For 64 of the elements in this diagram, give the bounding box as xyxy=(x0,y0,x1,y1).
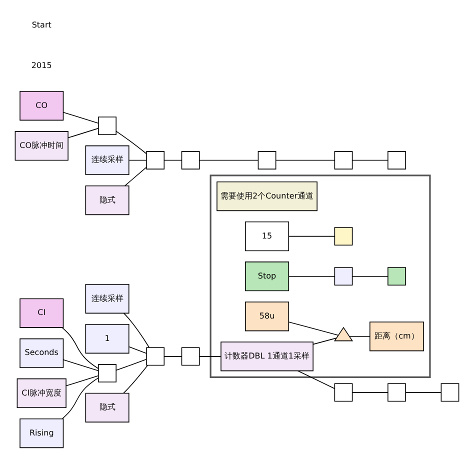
node-box: 58u xyxy=(245,302,290,332)
node-box xyxy=(334,267,353,286)
node-box: 1 xyxy=(85,324,130,354)
connector xyxy=(68,128,99,138)
connector xyxy=(297,370,336,389)
connector xyxy=(349,336,370,337)
node-box: CO脉冲时间 xyxy=(14,131,68,161)
connector xyxy=(275,160,335,161)
connector xyxy=(66,375,99,386)
node-box: Seconds xyxy=(20,338,64,368)
connector xyxy=(62,327,99,370)
connector xyxy=(123,365,148,394)
label: Start xyxy=(32,20,52,30)
node-box: 连续采样 xyxy=(85,145,130,176)
node-box: CI xyxy=(20,298,64,328)
connector xyxy=(63,359,99,372)
connector xyxy=(352,392,388,393)
connector xyxy=(63,112,99,124)
node-box xyxy=(388,267,406,286)
node-box: 连续采样 xyxy=(85,284,130,314)
connector xyxy=(198,356,222,357)
node-box xyxy=(98,364,116,382)
label: 2015 xyxy=(31,60,52,70)
node-box xyxy=(388,383,406,402)
node-box xyxy=(334,383,353,402)
connector xyxy=(288,236,336,237)
node-box: Stop xyxy=(245,262,290,292)
node-box xyxy=(98,116,116,136)
connector xyxy=(116,130,147,154)
node-triangle xyxy=(334,326,354,342)
node-box xyxy=(181,151,200,170)
connector xyxy=(352,160,388,161)
connector xyxy=(405,392,442,393)
connector xyxy=(164,356,182,357)
node-box: 隐式 xyxy=(85,392,130,422)
connector xyxy=(128,160,147,161)
connector xyxy=(124,166,147,186)
connector xyxy=(288,276,336,277)
node-box: 需要使用2个Counter通道 xyxy=(216,181,318,212)
node-box: Rising xyxy=(20,418,64,448)
connector xyxy=(128,346,147,354)
node-box xyxy=(146,151,165,170)
node-box xyxy=(440,383,460,402)
node-box: 15 xyxy=(245,222,290,252)
connector xyxy=(62,377,99,420)
connector xyxy=(116,359,147,371)
node-box: 隐式 xyxy=(85,185,130,216)
connector xyxy=(312,338,337,345)
cluster xyxy=(210,174,431,378)
connector xyxy=(198,160,258,161)
node-box xyxy=(146,347,165,366)
connector xyxy=(288,322,339,336)
connector xyxy=(124,312,150,348)
node-box xyxy=(388,151,406,170)
node-box: CO xyxy=(20,90,64,121)
connector xyxy=(352,276,388,277)
node-box xyxy=(181,347,200,366)
node-box xyxy=(334,151,353,170)
node-box: 计数器DBL 1通道1采样 xyxy=(220,342,314,372)
node-box: 距离（cm） xyxy=(370,322,424,352)
node-box xyxy=(334,227,353,246)
node-box: CI脉冲宽度 xyxy=(16,378,66,408)
node-box xyxy=(258,151,276,170)
connector xyxy=(164,160,182,161)
